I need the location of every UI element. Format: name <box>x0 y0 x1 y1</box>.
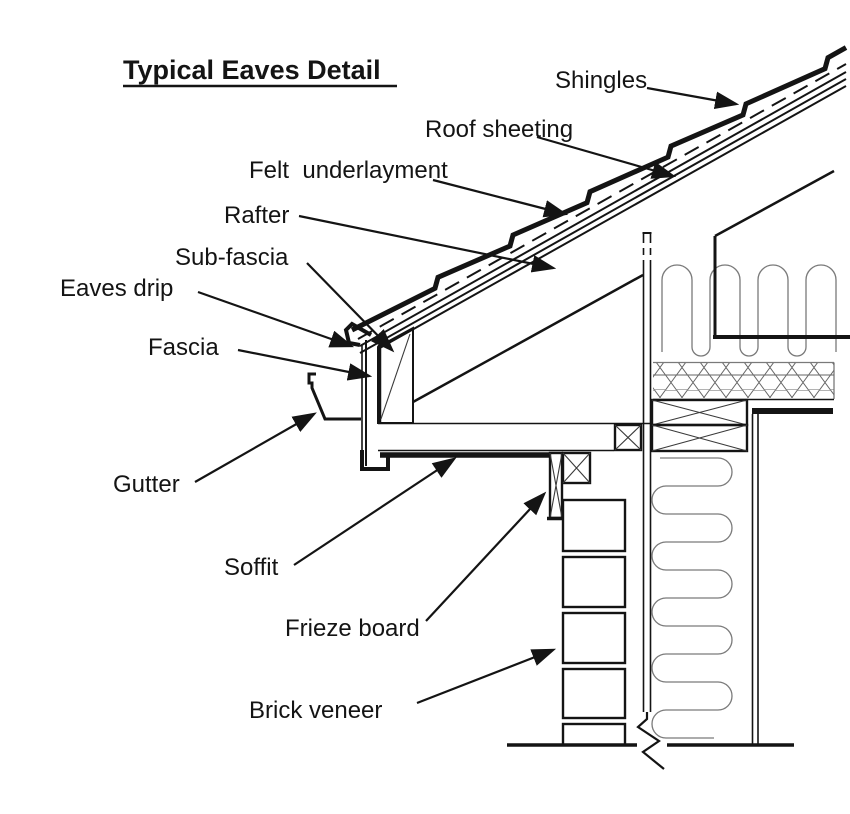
eaves-drip-leader <box>197 290 355 348</box>
brick-veneer-column <box>561 498 627 747</box>
sub-fascia-leader <box>306 262 395 353</box>
text-labels: Typical Eaves Detail Shingles Roof sheet… <box>60 55 647 724</box>
label-roof-sheeting: Roof sheeting <box>425 116 573 143</box>
felt-underlayment-line <box>357 63 847 340</box>
shingles-leader <box>646 86 740 109</box>
label-rafter: Rafter <box>224 202 289 229</box>
label-brick-veneer: Brick veneer <box>249 697 382 724</box>
felt-underlayment-leader <box>432 178 569 218</box>
roof-sheeting-line-2 <box>359 78 847 354</box>
label-fascia: Fascia <box>148 334 219 361</box>
soffit-framing <box>378 422 652 458</box>
rigid-insulation-band <box>653 363 834 398</box>
label-shingles: Shingles <box>555 67 647 94</box>
rafter-leader <box>298 214 557 273</box>
wall-batt-insulation <box>651 457 733 739</box>
roof-sheeting-leader <box>536 135 677 179</box>
wall-top-plates <box>650 398 749 453</box>
label-frieze-board: Frieze board <box>285 615 420 642</box>
fascia-board <box>360 340 390 471</box>
ceiling-drywall-bar <box>752 408 833 414</box>
label-sub-fascia: Sub-fascia <box>175 244 289 271</box>
label-gutter: Gutter <box>113 471 180 498</box>
wall-section <box>636 232 759 770</box>
interior-drywall-lines <box>751 414 759 745</box>
gutter-profile <box>307 372 361 421</box>
page-title: Typical Eaves Detail <box>123 55 381 85</box>
label-soffit: Soffit <box>224 554 279 581</box>
frieze-nailer-box <box>561 451 592 485</box>
ceiling-attic <box>653 169 850 414</box>
roof-sheeting-line-1 <box>359 71 847 347</box>
rafter-underside-line <box>412 273 644 404</box>
shingles-line <box>350 45 848 333</box>
fascia-bottom-return <box>360 450 390 471</box>
soffit-blocking-box <box>613 423 643 452</box>
label-eaves-drip: Eaves drip <box>60 275 173 302</box>
leader-arrows <box>194 86 740 705</box>
frieze-board-leader <box>425 491 547 622</box>
gutter-leader <box>194 412 317 483</box>
attic-batt-insulation <box>661 264 837 357</box>
wall-break-mark <box>636 712 665 770</box>
fascia-leader <box>237 348 373 381</box>
brick-veneer-leader <box>416 648 557 705</box>
roof-assembly <box>350 45 848 404</box>
frieze-board-section <box>547 451 592 521</box>
label-felt-underlayment: Felt underlayment <box>249 157 448 184</box>
soffit-leader <box>293 457 457 566</box>
eave-baffle-diagonal <box>714 169 835 238</box>
rafter-top-line <box>377 85 847 350</box>
sub-fascia-grain-mark <box>380 333 411 420</box>
